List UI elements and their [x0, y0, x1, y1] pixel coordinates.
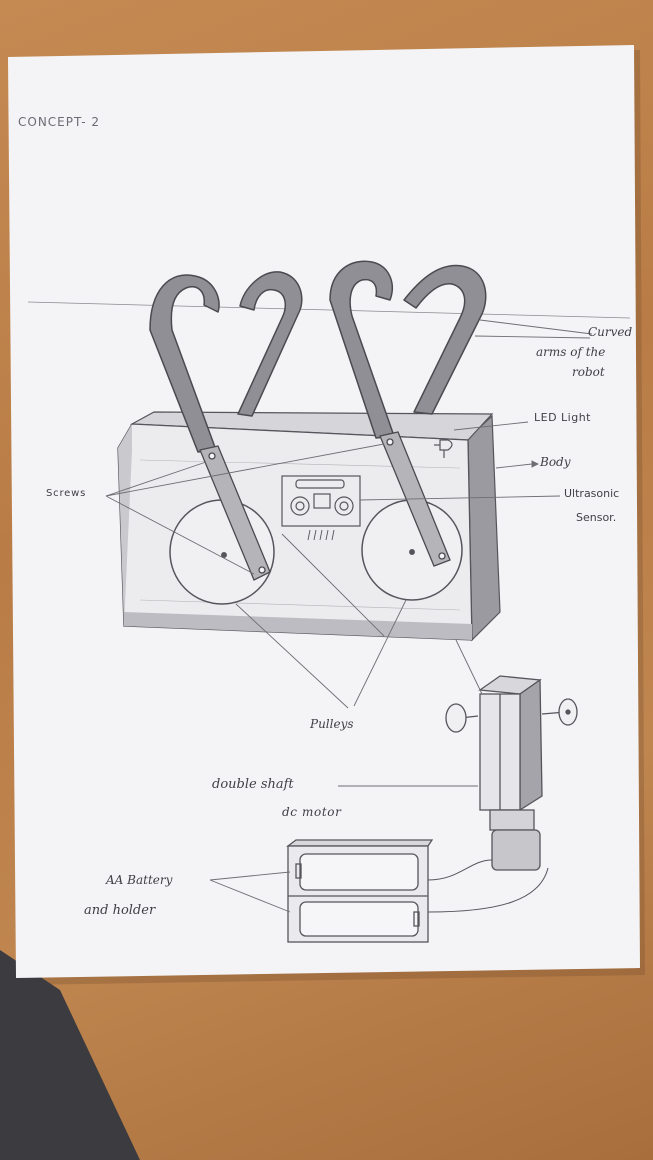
- label-curved-arms-line1: Curved: [588, 326, 632, 339]
- label-curved-arms-line2: arms of the: [536, 346, 605, 359]
- label-battery-line1: AA Battery: [106, 874, 172, 887]
- label-motor-line1: double shaft: [212, 778, 294, 792]
- label-motor-line2: dc motor: [282, 806, 341, 819]
- right-pulley: [362, 500, 462, 600]
- label-body: Body: [540, 456, 571, 469]
- label-curved-arms-line3: robot: [572, 366, 605, 379]
- label-led-light: LED Light: [534, 412, 591, 424]
- concept-title: CONCEPT- 2: [18, 116, 100, 129]
- label-pulleys: Pulleys: [310, 718, 354, 731]
- label-ultrasonic-line2: Sensor.: [576, 512, 616, 524]
- battery-holder: [288, 840, 432, 942]
- label-screws: Screws: [46, 489, 86, 500]
- label-battery-line2: and holder: [84, 904, 155, 918]
- label-ultrasonic-line1: Ultrasonic: [564, 488, 619, 500]
